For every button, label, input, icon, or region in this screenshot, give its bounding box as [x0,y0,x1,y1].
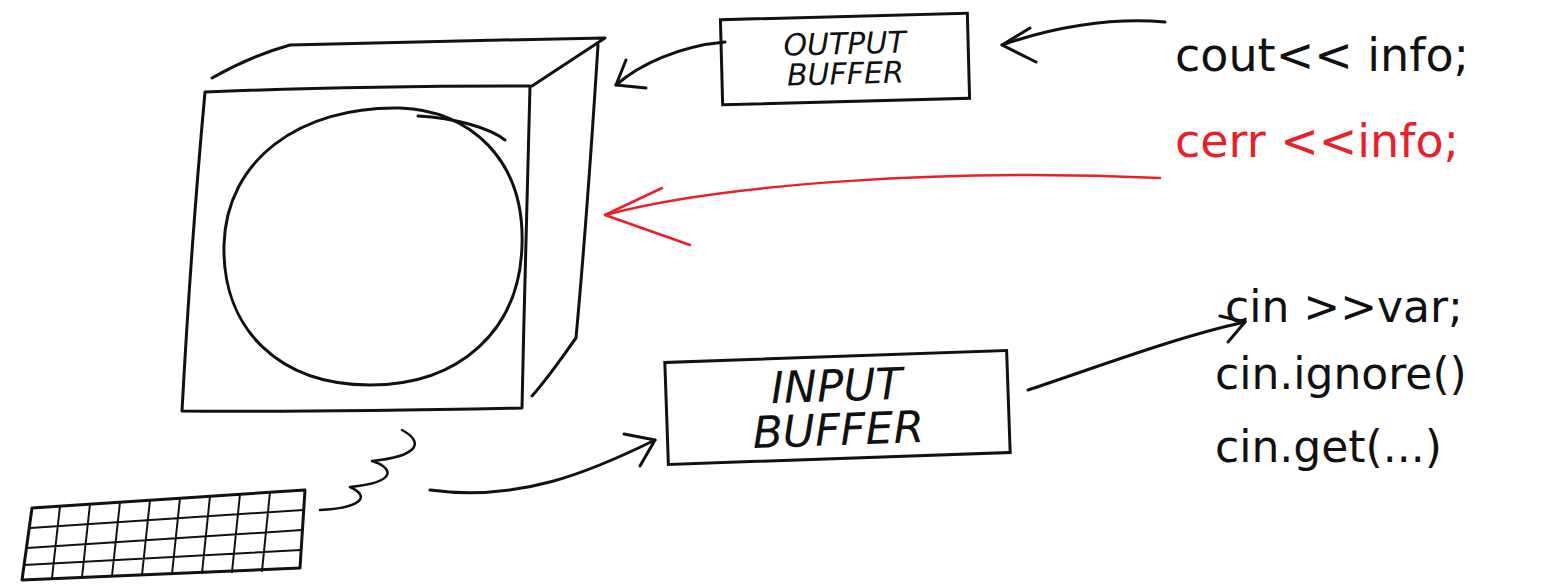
buffer-label: OUTPUT BUFFER [762,27,928,91]
buffer-box: OUTPUT BUFFER [719,12,971,107]
keyboard-outline [22,490,305,580]
code-statement: cin >>var; [1225,285,1463,329]
arrow-line [616,42,725,85]
code-statement: cerr <<info; [1175,118,1459,164]
buffer-label: INPUT BUFFER [697,359,979,457]
keyboard-keys [24,492,303,578]
arrow-line [1028,322,1245,390]
code-statement: cin.get(...) [1215,425,1442,469]
monitor-front [182,86,530,411]
arrow-line [1002,21,1165,45]
monitor-top [212,38,605,86]
arrow-line [430,440,655,493]
monitor-side [532,45,598,396]
code-statement: cout<< info; [1175,32,1469,78]
keyboard-cable [320,430,415,510]
screen-glare [418,116,505,140]
arrow-head [616,60,646,88]
buffer-box: INPUT BUFFER [663,349,1011,466]
arrow-head [624,434,655,466]
error-arrow-head [605,188,690,245]
error-arrow-line [605,175,1160,215]
arrow-head [1002,28,1036,62]
code-statement: cin.ignore() [1215,352,1467,396]
monitor-screen [224,108,522,385]
